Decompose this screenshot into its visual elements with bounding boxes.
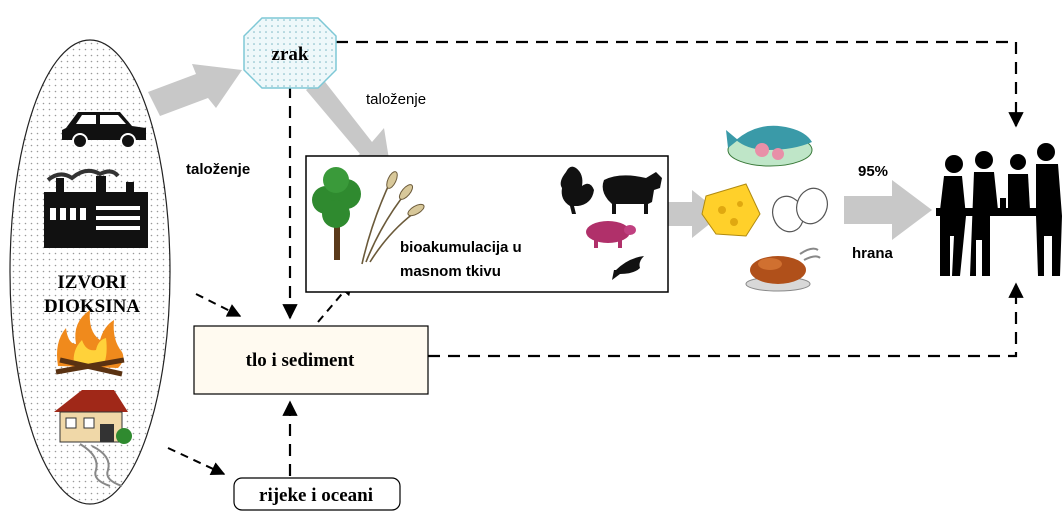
dashed-sources-to-soil <box>195 293 242 317</box>
air-label: zrak <box>272 44 309 65</box>
house-icon <box>54 390 132 487</box>
cow-icon <box>602 172 662 214</box>
rooster-icon <box>560 166 594 214</box>
fire-icon <box>55 310 125 377</box>
sources-label-line1: IZVORI <box>57 272 126 293</box>
dashed-air-to-diners <box>336 40 1024 128</box>
arrow-sources-to-air <box>148 64 242 116</box>
sources-ellipse <box>9 39 171 505</box>
soil-label: tlo i sediment <box>246 350 355 371</box>
bioaccumulation-label-line1: bioakumulacija u <box>400 239 522 256</box>
dashed-soil-to-diners <box>428 282 1024 358</box>
eggs-icon <box>772 187 828 233</box>
bioaccumulation-label-line2: masnom tkivu <box>400 263 501 280</box>
food-label: hrana <box>852 245 894 262</box>
deposition-label-left: taloženje <box>186 161 250 178</box>
factory-icon <box>44 168 148 248</box>
air-node <box>243 17 337 89</box>
arrow-food-to-diners <box>844 180 932 240</box>
water-label: rijeke i oceani <box>259 485 373 506</box>
wheat-icon <box>361 171 425 265</box>
pig-icon <box>586 221 636 248</box>
fish-icon <box>612 256 644 280</box>
arrow-air-to-plants <box>306 78 392 178</box>
soil-node <box>193 325 429 395</box>
dashed-sources-to-water <box>167 447 226 476</box>
roast-chicken-icon <box>745 247 821 292</box>
water-node <box>233 477 401 511</box>
deposition-label-top: taloženje <box>366 91 426 108</box>
cheese-icon <box>701 183 761 237</box>
diners-icon <box>936 143 1062 276</box>
car-icon <box>62 112 146 149</box>
fish-platter-icon <box>726 125 813 167</box>
percent-label: 95% <box>858 163 888 180</box>
sources-label-line2: DIOKSINA <box>44 296 140 317</box>
tree-icon <box>312 167 361 260</box>
